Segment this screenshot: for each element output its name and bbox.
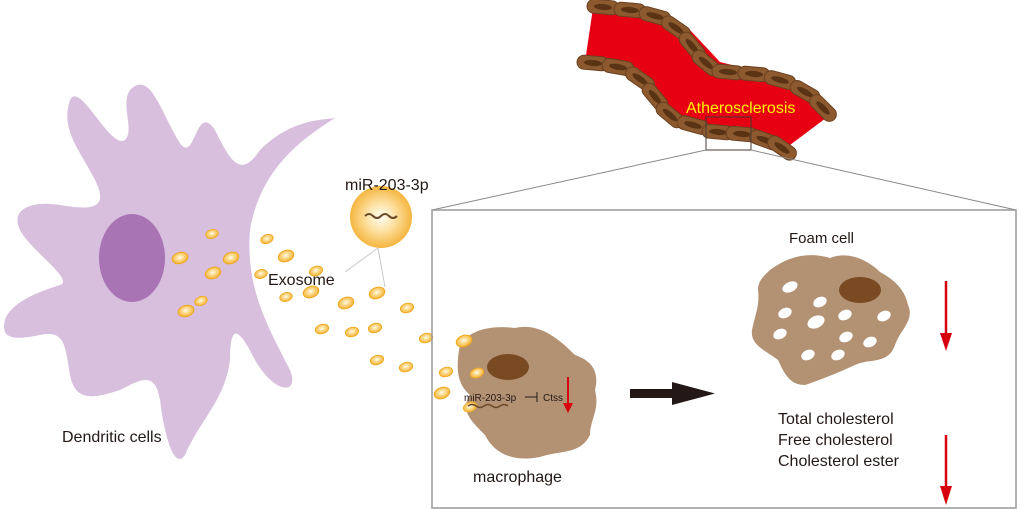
cholesterol-down-arrow-icon	[940, 435, 952, 505]
foam-cell-nucleus	[839, 277, 881, 303]
zoom-line-right	[750, 149, 1017, 211]
cholesterol-label-ester: Cholesterol ester	[778, 453, 900, 470]
foam-cell-label: Foam cell	[789, 230, 854, 247]
zoom-region-box	[705, 116, 752, 151]
atherosclerosis-label: Atherosclerosis	[686, 100, 795, 117]
exosome-label: Exosome	[268, 272, 335, 289]
transformation-arrow-icon	[630, 382, 715, 405]
mirna-label: miR-203-3p	[345, 177, 429, 194]
ctss-label: Ctss	[543, 393, 563, 404]
ctss-down-arrow-icon	[563, 377, 573, 413]
macrophage-label: macrophage	[473, 469, 562, 486]
dendritic-cells-label: Dendritic cells	[62, 429, 162, 446]
exosome-callout-line-1	[344, 247, 379, 273]
detail-panel	[431, 209, 1017, 509]
foam-cell-down-arrow-icon	[940, 281, 952, 351]
vessel-lumen	[585, 8, 830, 145]
mirna-strand-macrophage-icon	[467, 403, 509, 409]
macrophage-nucleus	[487, 354, 529, 380]
lipid-droplets	[773, 281, 891, 361]
cholesterol-label-free: Free cholesterol	[778, 432, 893, 449]
mirna-strand-icon	[364, 213, 398, 219]
dendritic-cell-nucleus	[99, 214, 165, 302]
dendritic-cell	[4, 84, 335, 459]
zoom-line-left	[431, 149, 707, 211]
mirna-macrophage-label: miR-203-3p	[464, 393, 517, 404]
exosome-callout-line-2	[377, 247, 386, 288]
cholesterol-label-total: Total cholesterol	[778, 411, 894, 428]
